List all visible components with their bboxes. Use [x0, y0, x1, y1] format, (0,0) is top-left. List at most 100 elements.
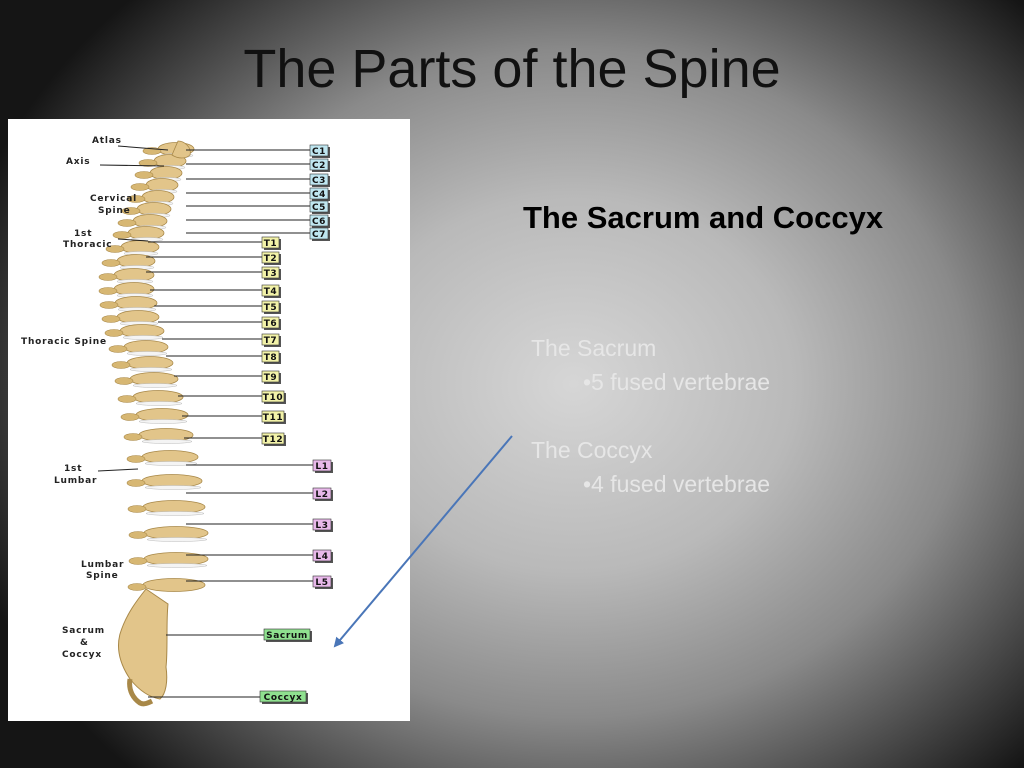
svg-text:T12: T12: [263, 435, 283, 445]
tag-c2: C2: [309, 158, 330, 172]
svg-text:L5: L5: [315, 578, 328, 588]
sacrum-bone: [117, 588, 169, 700]
svg-text:T8: T8: [264, 353, 278, 363]
region-pointer: [117, 238, 149, 242]
coccyx-heading: The Coccyx: [531, 437, 653, 463]
label-sacrum-1: Sacrum: [62, 626, 105, 636]
svg-text:C3: C3: [312, 176, 326, 186]
level-tags: C1C2C3C4C5C6C7T1T2T3T4T5T6T7T8T9T10T11T1…: [259, 144, 333, 704]
intervertebral-disc: [144, 485, 202, 490]
vertebra-process: [98, 287, 118, 295]
intervertebral-disc: [129, 367, 173, 372]
svg-text:T9: T9: [264, 373, 278, 383]
svg-text:Coccyx: Coccyx: [264, 693, 303, 703]
label-sacrum-3: Coccyx: [62, 650, 102, 660]
slide-title: The Parts of the Spine: [243, 39, 781, 99]
svg-text:C5: C5: [312, 203, 326, 213]
intervertebral-disc: [145, 511, 205, 516]
intervertebral-disc: [132, 383, 178, 388]
tag-t5: T5: [261, 300, 281, 314]
intervertebral-disc: [146, 563, 208, 568]
vertebra-process: [112, 231, 132, 239]
vertebra-process: [104, 329, 124, 337]
svg-text:T11: T11: [263, 413, 283, 423]
label-atlas: Atlas: [92, 136, 122, 146]
intervertebral-disc: [141, 439, 193, 444]
coccyx-bone: [127, 678, 154, 707]
label-first-lumbar-2: Lumbar: [54, 476, 97, 486]
label-first-thoracic-2: Thoracic: [63, 240, 112, 250]
svg-text:T5: T5: [264, 303, 278, 313]
section-subtitle: The Sacrum and Coccyx: [523, 200, 884, 235]
label-lumbar-2: Spine: [86, 571, 119, 581]
label-lumbar-1: Lumbar: [81, 560, 124, 570]
svg-text:C2: C2: [312, 161, 326, 171]
region-pointer: [117, 145, 169, 151]
vertebra-process: [117, 219, 137, 227]
pointer-arrow: [333, 435, 513, 648]
tag-t12: T12: [261, 432, 286, 446]
intervertebral-disc: [138, 419, 188, 424]
intervertebral-disc: [146, 537, 208, 542]
vertebra-process: [134, 171, 154, 179]
svg-text:L4: L4: [315, 552, 328, 562]
vertebra-process: [126, 455, 146, 463]
tag-t9: T9: [261, 370, 281, 384]
tag-l5: L5: [312, 575, 333, 589]
label-cervical-1: Cervical: [90, 194, 137, 204]
vertebra-process: [105, 245, 125, 253]
svg-text:T7: T7: [264, 336, 278, 346]
svg-text:T6: T6: [264, 319, 278, 329]
vertebra-process: [108, 345, 128, 353]
coccyx-bullet: •4 fused vertebrae: [583, 471, 771, 497]
tag-t6: T6: [261, 316, 281, 330]
vertebra-process: [128, 557, 148, 565]
tag-t4: T4: [261, 284, 281, 298]
leader-lines: [97, 145, 313, 698]
tag-c3: C3: [309, 173, 330, 187]
tag-l4: L4: [312, 549, 333, 563]
tag-t10: T10: [261, 390, 286, 404]
svg-text:T4: T4: [264, 287, 278, 297]
vertebra-process: [101, 315, 121, 323]
label-first-lumbar-1: 1st: [64, 464, 82, 474]
sacrum-heading: The Sacrum: [531, 335, 657, 361]
vertebra-process: [120, 413, 140, 421]
svg-text:T1: T1: [264, 239, 278, 249]
vertebra-process: [98, 273, 118, 281]
sacrum-bullet: •5 fused vertebrae: [583, 369, 771, 395]
tag-l2: L2: [312, 487, 333, 501]
tag-t3: T3: [261, 266, 281, 280]
intervertebral-disc: [122, 335, 164, 340]
label-sacrum-2: &: [80, 638, 89, 648]
svg-text:C4: C4: [312, 190, 326, 200]
tag-sacrum: Sacrum: [263, 628, 312, 642]
svg-text:T10: T10: [263, 393, 283, 403]
svg-text:L3: L3: [315, 521, 328, 531]
svg-text:C1: C1: [312, 147, 326, 157]
tag-t11: T11: [261, 410, 286, 424]
label-cervical-2: Spine: [98, 206, 131, 216]
vertebral-column: [98, 140, 209, 707]
intervertebral-disc: [144, 461, 198, 466]
region-pointer: [99, 164, 165, 167]
tag-coccyx: Coccyx: [259, 690, 308, 704]
tag-l1: L1: [312, 459, 333, 473]
svg-text:L2: L2: [315, 490, 328, 500]
spine-svg: C1C2C3C4C5C6C7T1T2T3T4T5T6T7T8T9T10T11T1…: [21, 136, 333, 707]
vertebra-process: [101, 259, 121, 267]
svg-text:C7: C7: [312, 230, 326, 240]
vertebra-process: [130, 183, 150, 191]
svg-text:C6: C6: [312, 217, 326, 227]
vertebra-process: [121, 207, 141, 215]
vertebra-process: [117, 395, 137, 403]
vertebra-process: [128, 531, 148, 539]
svg-text:Sacrum: Sacrum: [266, 631, 308, 641]
tag-c1: C1: [309, 144, 330, 158]
atlas-bone: [171, 140, 191, 159]
tag-c4: C4: [309, 187, 330, 201]
tag-c6: C6: [309, 214, 330, 228]
svg-text:L1: L1: [315, 462, 328, 472]
vertebra-process: [99, 301, 119, 309]
